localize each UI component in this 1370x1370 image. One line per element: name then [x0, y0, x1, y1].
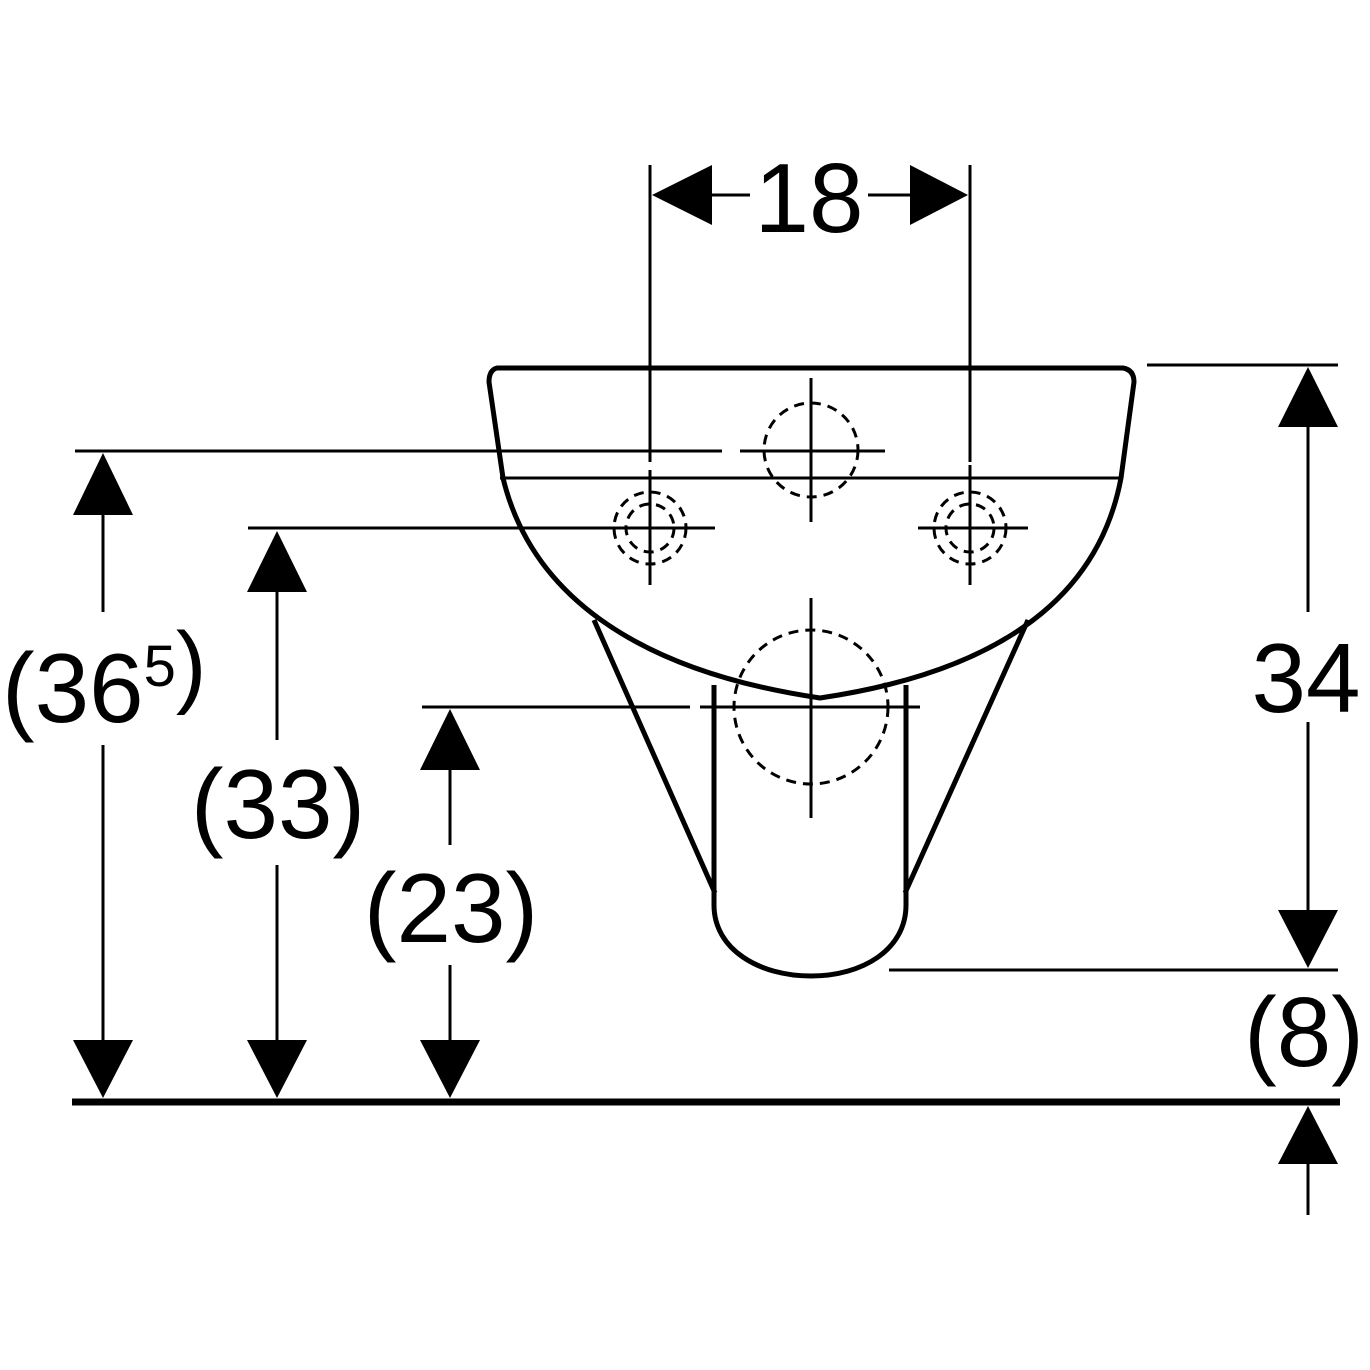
dimension-labels: 18 (365) (33) (23) 34 (8)	[2, 143, 1364, 1087]
arrow-365-bottom	[73, 1040, 133, 1098]
label-overall-height: (365)	[2, 614, 207, 743]
label-overall-height-superscript: 5	[144, 634, 176, 699]
label-outlet-height: (23)	[364, 853, 538, 963]
label-overall-height-close: )	[176, 614, 207, 716]
label-overall-height-main: (36	[2, 633, 144, 743]
fixture-neck-left	[591, 618, 718, 895]
fixture-outlet-pipe	[711, 685, 909, 979]
label-upper-fixing-height: (33)	[191, 749, 365, 859]
fixture-outline	[486, 365, 1137, 979]
arrow-23-bottom	[420, 1040, 480, 1098]
label-bottom-clearance: (8)	[1244, 977, 1364, 1087]
arrow-33-bottom	[247, 1040, 307, 1098]
arrow-8-up	[1278, 1106, 1338, 1164]
extension-lines	[75, 165, 1338, 972]
arrow-18-right	[910, 165, 968, 225]
label-body-height: 34	[1251, 623, 1360, 733]
fixture-neck-right	[902, 618, 1031, 895]
arrow-34-bottom	[1278, 910, 1338, 968]
label-top-width: 18	[754, 143, 863, 253]
dimension-lines	[101, 193, 1310, 1215]
arrow-365-top	[73, 453, 133, 515]
arrow-34-top	[1278, 367, 1338, 427]
arrow-23-top	[420, 709, 480, 770]
arrow-33-top	[247, 531, 307, 592]
arrow-18-left	[652, 165, 712, 225]
arrowheads	[73, 165, 1338, 1164]
